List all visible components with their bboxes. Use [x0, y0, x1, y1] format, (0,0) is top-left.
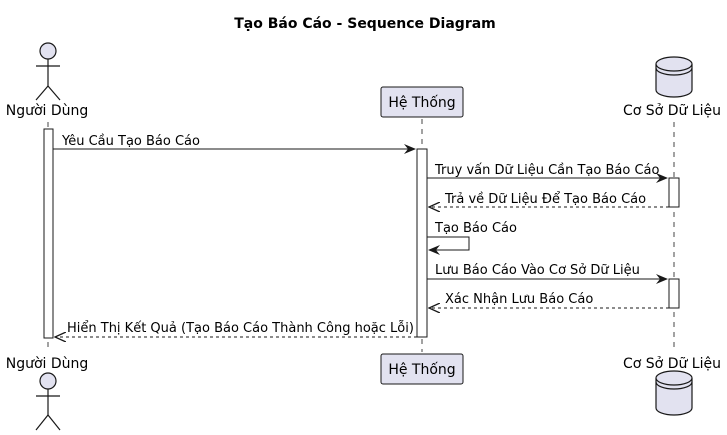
message-label-2: Truy vấn Dữ Liệu Cần Tạo Báo Cáo: [434, 163, 659, 178]
database-icon-bottom: [655, 370, 693, 416]
database-icon-top: [655, 56, 693, 98]
participant-system-bottom: [380, 353, 464, 385]
activation-bar-database-2: [668, 278, 680, 309]
message-label-3: Trả về Dữ Liệu Để Tạo Báo Cáo: [444, 192, 646, 207]
participant-system-top: [380, 86, 464, 118]
message-label-1: Yêu Cầu Tạo Báo Cáo: [61, 134, 200, 149]
participant-system-top-label: Hệ Thống: [388, 94, 455, 111]
message-label-4: Tạo Báo Cáo: [434, 221, 517, 236]
participant-system-bottom-label: Hệ Thống: [388, 361, 455, 378]
message-label-5: Lưu Báo Cáo Vào Cơ Sở Dữ Liệu: [435, 263, 640, 278]
message-label-6: Xác Nhận Lưu Báo Cáo: [445, 292, 593, 307]
activation-bar-system: [416, 148, 428, 338]
activation-bar-database-1: [668, 177, 680, 208]
activation-bar-user: [43, 128, 54, 339]
diagram-title: Tạo Báo Cáo - Sequence Diagram: [234, 16, 496, 32]
message-label-7: Hiển Thị Kết Quả (Tạo Báo Cáo Thành Công…: [67, 321, 414, 336]
participant-user-bottom-label: Người Dùng: [6, 356, 89, 372]
actor-icon-bottom: [35, 372, 61, 431]
message-arrow-4-self: [427, 236, 470, 255]
participant-database-top-label: Cơ Sở Dữ Liệu: [623, 103, 721, 119]
participant-user-top-label: Người Dùng: [6, 103, 89, 119]
participant-database-bottom-label: Cơ Sở Dữ Liệu: [623, 356, 721, 372]
actor-icon-top: [35, 42, 61, 101]
